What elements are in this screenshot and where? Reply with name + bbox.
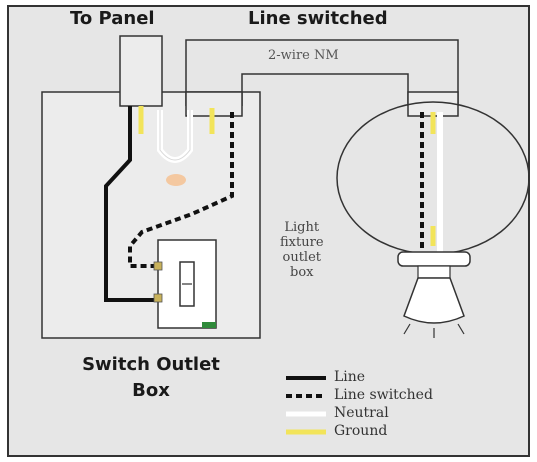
line-switched-wire — [128, 112, 234, 268]
lamp-holder — [397, 251, 471, 267]
legend-ground: Ground — [334, 423, 388, 439]
fixture-box-line: outlet — [282, 250, 322, 265]
ground-screw — [202, 322, 216, 328]
fixture-box-line: box — [290, 265, 314, 280]
fixture-box-line: Light — [284, 220, 320, 235]
line-switched-top-label: Line switched — [248, 8, 388, 29]
wire-type-label: 2-wire NM — [268, 48, 339, 63]
nm-cable — [185, 39, 459, 106]
wire-nut — [166, 174, 186, 186]
switch-box-line: Switch Outlet — [82, 354, 220, 375]
legend-swatches — [286, 376, 326, 435]
fixture-box-label: Light fixture outlet box — [280, 220, 324, 280]
legend-neutral: Neutral — [334, 405, 389, 421]
light-bulb — [403, 277, 465, 324]
ground-wires — [138, 106, 436, 246]
to-panel-label: To Panel — [70, 8, 155, 29]
switch-box-line: Box — [132, 380, 170, 401]
switch-outlet-box — [41, 91, 261, 339]
fixture-box-line: fixture — [280, 235, 324, 250]
switch-box-label: Switch Outlet Box — [42, 352, 260, 404]
panel-cable — [119, 35, 163, 107]
line-wire — [104, 106, 160, 302]
legend-line-switched: Line switched — [334, 387, 433, 403]
legend-line: Line — [334, 369, 366, 385]
switch-screw-bottom — [153, 293, 163, 303]
switch-screw-top — [153, 261, 163, 271]
